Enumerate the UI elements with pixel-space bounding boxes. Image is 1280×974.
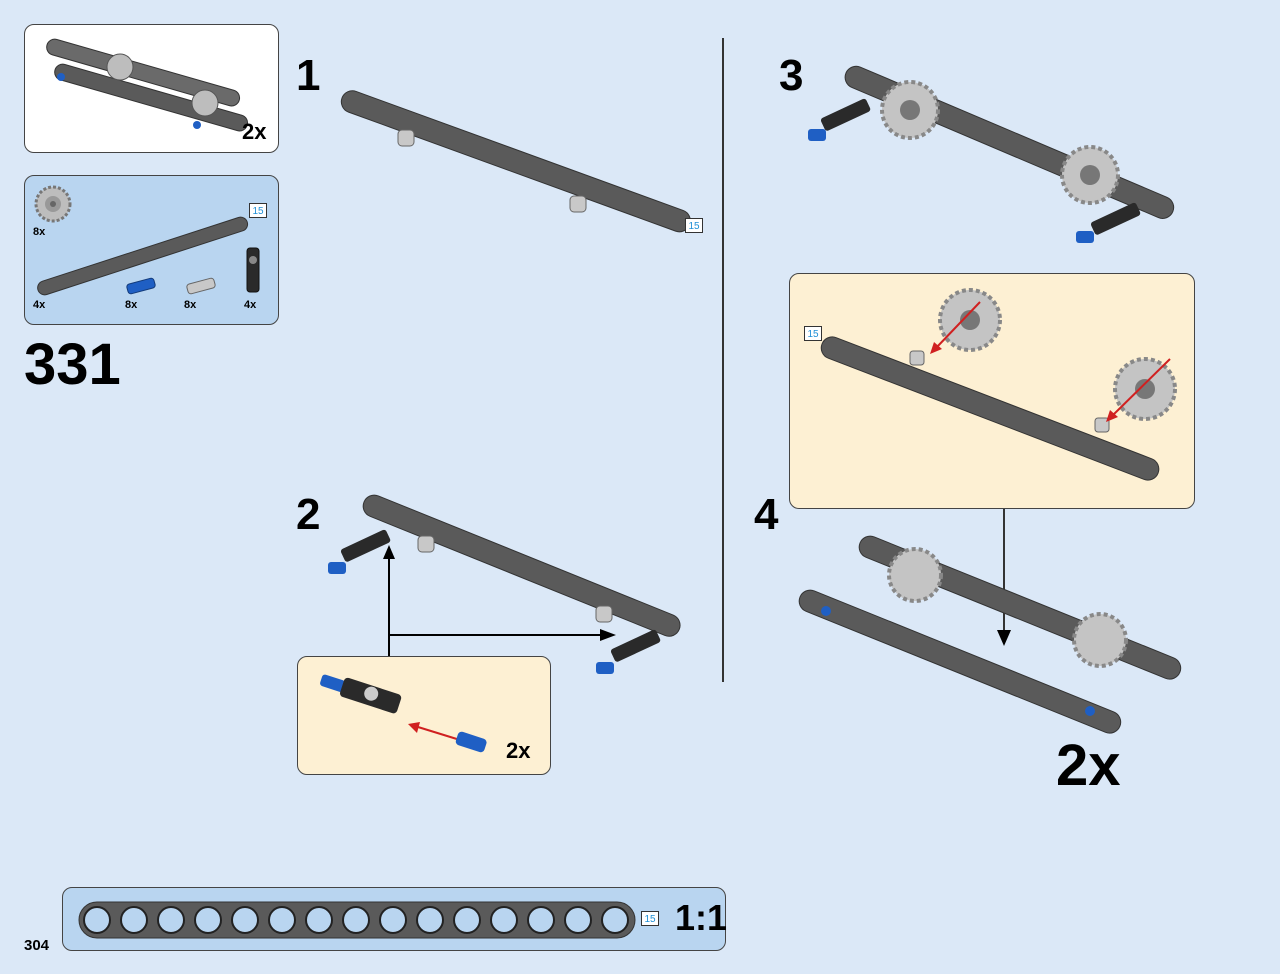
gear-attach-illustration <box>820 288 1177 481</box>
ruler-length-badge: 15 <box>641 911 659 926</box>
step2-inset: 2x <box>297 656 551 775</box>
step2-inset-multiplier: 2x <box>506 738 531 763</box>
gear-count: 8x <box>33 226 46 238</box>
step4-inset-length-badge: 15 <box>804 326 822 341</box>
submodel-multiplier: 2x <box>242 119 267 144</box>
blue-pin-icon <box>126 277 156 295</box>
submodel-illustration <box>46 38 249 132</box>
grey-pin-count: 8x <box>184 299 197 311</box>
step4-arrowhead <box>997 630 1011 646</box>
gear-icon <box>34 185 72 223</box>
step-number-2: 2 <box>296 490 321 539</box>
step2-arrows <box>383 545 616 657</box>
page-number: 304 <box>24 937 50 954</box>
parts-list: 8x 15 4x 8x 8x 4x <box>24 175 279 325</box>
blue-pin-count: 8x <box>125 299 138 311</box>
step1-beam <box>340 90 691 233</box>
step-number-4: 4 <box>754 490 779 539</box>
step-number-1: 1 <box>296 51 321 100</box>
ruler-scale: 1:1 <box>675 897 728 938</box>
grey-axle-pin-icon <box>186 277 216 295</box>
connector-count: 4x <box>244 299 257 311</box>
step4-inset: 15 <box>789 273 1195 509</box>
step-number-3: 3 <box>779 51 804 100</box>
step4-multiplier: 2x <box>1056 733 1121 798</box>
scale-ruler: 15 1:1 <box>62 887 728 951</box>
step4-connector-line <box>1003 509 1005 637</box>
step3-assembly <box>808 65 1175 243</box>
pin-insert-illustration <box>320 674 487 753</box>
beam-15-icon <box>37 216 249 296</box>
step4-assembly <box>798 535 1182 734</box>
beam-count: 4x <box>33 299 46 311</box>
beam-length-badge: 15 <box>249 203 267 218</box>
submodel-callout: 2x <box>24 24 279 153</box>
column-divider <box>722 38 724 682</box>
ruler-beam-icon <box>78 901 636 939</box>
step1-length-badge: 15 <box>685 218 703 233</box>
pin-connector-icon <box>246 247 260 293</box>
step2-assembly <box>328 494 681 674</box>
step-id: 331 <box>24 332 121 397</box>
